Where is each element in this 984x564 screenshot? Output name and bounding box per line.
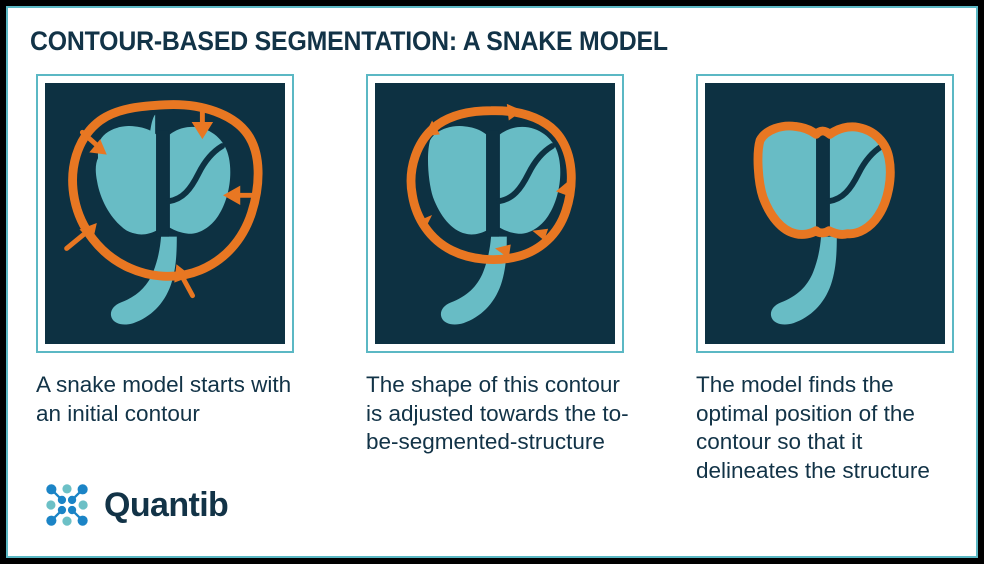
organ-shape bbox=[757, 126, 891, 325]
panel-image-adjusting bbox=[375, 83, 615, 344]
panel-column-1: A snake model starts with an initial con… bbox=[8, 74, 338, 485]
panel-column-3: The model finds the optimal position of … bbox=[668, 74, 980, 485]
arrowhead-right bbox=[555, 181, 572, 198]
arrow-top-right bbox=[191, 108, 214, 140]
arrowhead-lower-left bbox=[418, 214, 433, 231]
arrow-top-left bbox=[79, 129, 107, 155]
arrow-bottom-left bbox=[64, 223, 97, 251]
quantib-wordmark: Quantib bbox=[104, 485, 229, 524]
final-contour bbox=[753, 121, 895, 239]
prostate-adjusting-contour-illustration bbox=[406, 103, 576, 325]
arrowhead-top bbox=[506, 103, 523, 121]
panel-adjusting-contour bbox=[366, 74, 624, 353]
logo-nodes-blue bbox=[46, 484, 88, 526]
arrow-right bbox=[223, 185, 260, 205]
quantib-node-network-mark bbox=[46, 484, 88, 526]
panel-caption-1: A snake model starts with an initial con… bbox=[36, 372, 292, 426]
logo-connectors bbox=[51, 489, 83, 521]
prostate-final-contour-illustration bbox=[753, 121, 895, 325]
panel-image-initial bbox=[45, 83, 285, 344]
page-title: CONTOUR-BASED SEGMENTATION: A SNAKE MODE… bbox=[30, 26, 668, 56]
panel-caption-2: The shape of this contour is adjusted to… bbox=[366, 372, 629, 455]
panel-initial-contour bbox=[36, 74, 294, 353]
panel-image-final bbox=[705, 83, 945, 344]
organ-shape bbox=[427, 126, 561, 325]
arrowhead-bottom bbox=[495, 244, 511, 259]
panel-caption-3: The model finds the optimal position of … bbox=[696, 372, 930, 483]
contour-direction-arrowheads bbox=[418, 103, 572, 259]
slide-card: CONTOUR-BASED SEGMENTATION: A SNAKE MODE… bbox=[6, 6, 978, 558]
initial-contour bbox=[68, 100, 263, 281]
logo-nodes-teal bbox=[46, 484, 88, 526]
arrowhead-upper-left bbox=[424, 120, 440, 137]
arrowhead-bottom-right bbox=[532, 228, 549, 241]
arrow-bottom-right bbox=[174, 264, 195, 299]
panel-final-contour bbox=[696, 74, 954, 353]
organ-shape bbox=[95, 114, 231, 325]
quantib-logo[interactable]: Quantib bbox=[44, 482, 229, 528]
prostate-initial-contour-illustration bbox=[64, 100, 263, 325]
panel-column-2: The shape of this contour is adjusted to… bbox=[338, 74, 668, 485]
panel-row: A snake model starts with an initial con… bbox=[8, 74, 980, 485]
contour-force-arrows bbox=[64, 108, 260, 299]
